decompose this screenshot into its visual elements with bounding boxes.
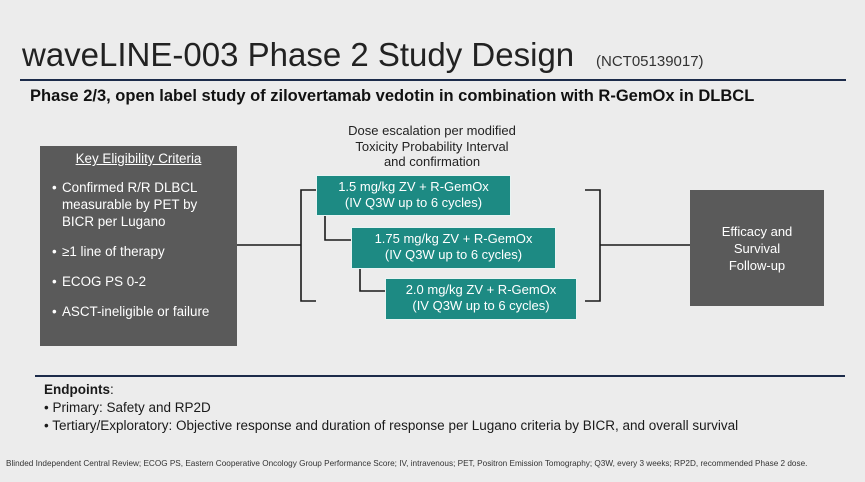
eligibility-item: • ECOG PS 0-2 <box>50 273 227 290</box>
followup-line: Survival <box>733 241 781 256</box>
step-connector-2 <box>359 269 385 292</box>
dose-escalation-caption: Dose escalation per modified Toxicity Pr… <box>322 123 542 170</box>
page-title: waveLINE-003 Phase 2 Study Design <box>22 36 575 73</box>
endpoints-colon: : <box>110 382 114 397</box>
step-connector-1 <box>324 216 351 241</box>
bullet-icon: • <box>52 274 57 289</box>
eligibility-item: • Confirmed R/R DLBCL measurable by PET b… <box>50 179 227 230</box>
followup-line: Follow-up <box>728 258 786 273</box>
dose-schedule: (IV Q3W up to 6 cycles) <box>412 298 550 313</box>
eligibility-item-text: ASCT-ineligible or failure <box>62 304 210 319</box>
eligibility-item-text: ECOG PS 0-2 <box>62 274 147 289</box>
dose-level-3-box: 2.0 mg/kg ZV + R-GemOx (IV Q3W up to 6 c… <box>385 278 577 320</box>
eligibility-item-text: Confirmed R/R DLBCL measurable by PET by… <box>62 180 198 229</box>
caption-line: Toxicity Probability Interval <box>355 138 509 154</box>
bullet-icon: • <box>52 180 57 195</box>
dose-level-1-box: 1.5 mg/kg ZV + R-GemOx (IV Q3W up to 6 c… <box>316 175 511 216</box>
efficacy-followup-box: Efficacy and Survival Follow-up <box>690 190 824 306</box>
caption-line: Dose escalation per modified <box>348 123 516 138</box>
dose-schedule: (IV Q3W up to 6 cycles) <box>384 247 523 262</box>
title-divider <box>20 79 846 81</box>
followup-line: Efficacy and <box>721 224 793 239</box>
eligibility-item: • ASCT-ineligible or failure <box>50 303 227 320</box>
eligibility-criteria-box: Key Eligibility Criteria • Confirmed R/R … <box>40 146 237 346</box>
dose-label: 1.5 mg/kg ZV + R-GemOx <box>338 179 489 194</box>
endpoint-primary: • Primary: Safety and RP2D <box>44 400 211 415</box>
endpoints-heading: Endpoints <box>44 382 110 397</box>
eligibility-item: • ≥1 line of therapy <box>50 243 227 260</box>
dose-level-2-box: 1.75 mg/kg ZV + R-GemOx (IV Q3W up to 6 … <box>351 227 556 269</box>
bullet-icon: • <box>52 244 57 259</box>
left-bracket <box>300 189 316 302</box>
eligibility-title: Key Eligibility Criteria <box>75 151 202 166</box>
dose-label: 2.0 mg/kg ZV + R-GemOx <box>405 282 557 297</box>
eligibility-item-text: ≥1 line of therapy <box>62 244 165 259</box>
nct-number: (NCT05139017) <box>596 53 704 70</box>
endpoints-heading-row: Endpoints: <box>44 381 738 399</box>
caption-line: and confirmation <box>383 154 481 169</box>
page-subtitle: Phase 2/3, open label study of ziloverta… <box>30 87 755 105</box>
footnote: Blinded Independent Central Review; ECOG… <box>6 459 808 468</box>
endpoint-tertiary: • Tertiary/Exploratory: Objective respon… <box>44 418 739 433</box>
right-bracket <box>585 189 601 302</box>
bullet-icon: • <box>52 304 57 319</box>
endpoints-divider <box>35 375 845 377</box>
dose-schedule: (IV Q3W up to 6 cycles) <box>344 195 483 210</box>
dose-label: 1.75 mg/kg ZV + R-GemOx <box>374 231 533 246</box>
endpoints-section: Endpoints: • Primary: Safety and RP2D • … <box>44 381 738 435</box>
